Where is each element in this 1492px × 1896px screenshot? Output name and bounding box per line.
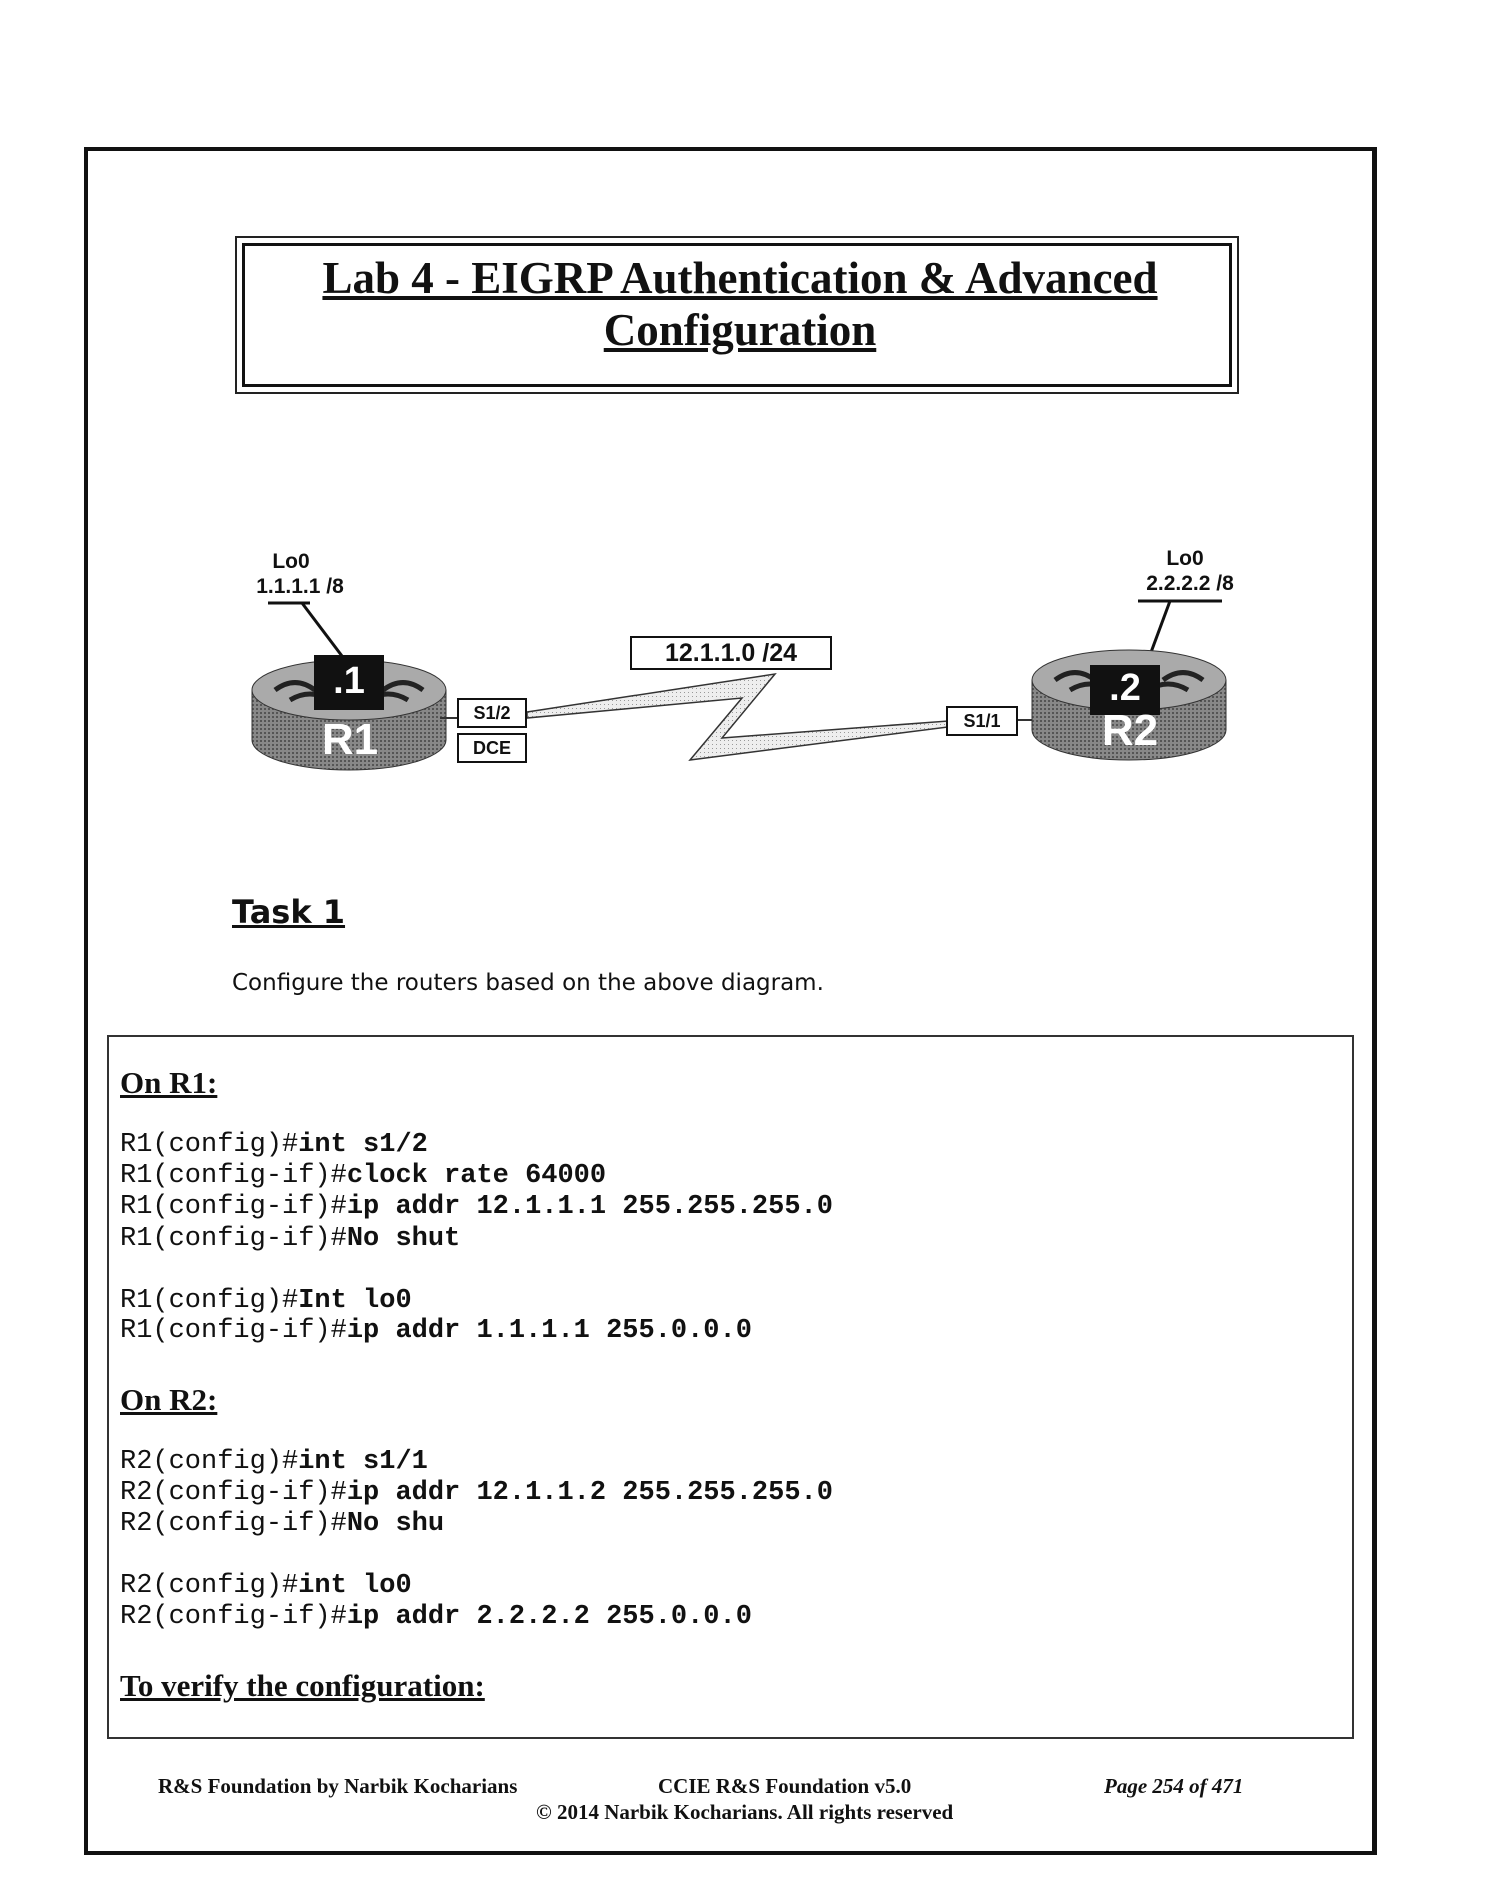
code-prompt: R1(config-if)#	[120, 1224, 347, 1254]
footer-center: CCIE R&S Foundation v5.0	[658, 1774, 912, 1798]
r1-host-id: .1	[333, 660, 365, 702]
task-description: Configure the routers based on the above…	[232, 970, 824, 996]
code-prompt: R1(config)#	[120, 1286, 299, 1316]
code-prompt: R2(config-if)#	[120, 1602, 347, 1632]
code-prompt: R2(config-if)#	[120, 1509, 347, 1539]
r1-name: R1	[321, 715, 379, 764]
footer-copyright: © 2014 Narbik Kocharians. All rights res…	[536, 1800, 954, 1824]
r1-heading: On R1:	[120, 1065, 218, 1100]
code-line: R2(config-if)#No shu	[120, 1509, 444, 1539]
code-line: R2(config)#int lo0	[120, 1571, 412, 1601]
code-command: clock rate 64000	[346, 1161, 607, 1191]
r2-loopback-ip: 2.2.2.2 /8	[1146, 572, 1234, 595]
network-diagram	[251, 599, 1227, 771]
code-command: ip addr 1.1.1.1 255.0.0.0	[346, 1316, 752, 1346]
r1-dce-label: DCE	[457, 733, 527, 763]
code-command: int lo0	[298, 1571, 412, 1601]
code-line: R2(config-if)#ip addr 2.2.2.2 255.0.0.0	[120, 1602, 752, 1632]
code-command: int s1/2	[298, 1130, 428, 1160]
task-heading: Task 1	[232, 893, 346, 931]
router-r1-icon	[251, 655, 447, 771]
code-prompt: R1(config)#	[120, 1130, 299, 1160]
r2-loopback-label: Lo0	[1166, 547, 1204, 570]
code-line: R2(config)#int s1/1	[120, 1447, 428, 1477]
serial-link	[526, 672, 949, 761]
code-line: R1(config-if)#ip addr 12.1.1.1 255.255.2…	[120, 1192, 833, 1222]
r1-interface-label: S1/2	[457, 698, 527, 728]
code-prompt: R1(config-if)#	[120, 1192, 347, 1222]
footer-left: R&S Foundation by Narbik Kocharians	[158, 1774, 518, 1798]
r1-loopback-link	[300, 602, 347, 661]
code-command: ip addr 2.2.2.2 255.0.0.0	[346, 1602, 752, 1632]
r2-heading: On R2:	[120, 1382, 218, 1417]
r2-interface-label: S1/1	[946, 706, 1018, 736]
code-command: Int lo0	[298, 1286, 412, 1316]
r1-loopback-label: Lo0	[272, 550, 310, 573]
code-line: R1(config)#int s1/2	[120, 1130, 428, 1160]
code-prompt: R2(config-if)#	[120, 1478, 347, 1508]
code-command: ip addr 12.1.1.1 255.255.255.0	[346, 1192, 833, 1222]
page-title-line1: Lab 4 - EIGRP Authentication & Advanced	[322, 253, 1158, 303]
code-box	[107, 1035, 1354, 1739]
code-line: R2(config-if)#ip addr 12.1.1.2 255.255.2…	[120, 1478, 833, 1508]
footer-page-number: Page 254 of 471	[1104, 1774, 1244, 1798]
code-prompt: R2(config)#	[120, 1447, 299, 1477]
code-prompt: R2(config)#	[120, 1571, 299, 1601]
code-prompt: R1(config-if)#	[120, 1161, 347, 1191]
r2-loopback-link	[1148, 600, 1172, 656]
code-line: R1(config-if)#ip addr 1.1.1.1 255.0.0.0	[120, 1316, 752, 1346]
r2-host-id: .2	[1109, 667, 1141, 709]
code-command: No shu	[346, 1509, 445, 1539]
code-line: R1(config-if)#clock rate 64000	[120, 1161, 606, 1191]
code-command: No shut	[346, 1224, 461, 1254]
title-box	[235, 236, 1239, 394]
verify-heading: To verify the configuration:	[120, 1668, 485, 1703]
r2-name: R2	[1101, 706, 1159, 755]
link-subnet-label: 12.1.1.0 /24	[630, 636, 832, 670]
page-title-line2: Configuration	[603, 305, 877, 355]
code-command: int s1/1	[298, 1447, 428, 1477]
router-r2-icon	[1031, 649, 1227, 761]
code-prompt: R1(config-if)#	[120, 1316, 347, 1346]
code-line: R1(config)#Int lo0	[120, 1286, 412, 1316]
r1-loopback-ip: 1.1.1.1 /8	[256, 575, 344, 598]
code-command: ip addr 12.1.1.2 255.255.255.0	[346, 1478, 833, 1508]
page-border	[84, 147, 1377, 1855]
code-line: R1(config-if)#No shut	[120, 1224, 460, 1254]
